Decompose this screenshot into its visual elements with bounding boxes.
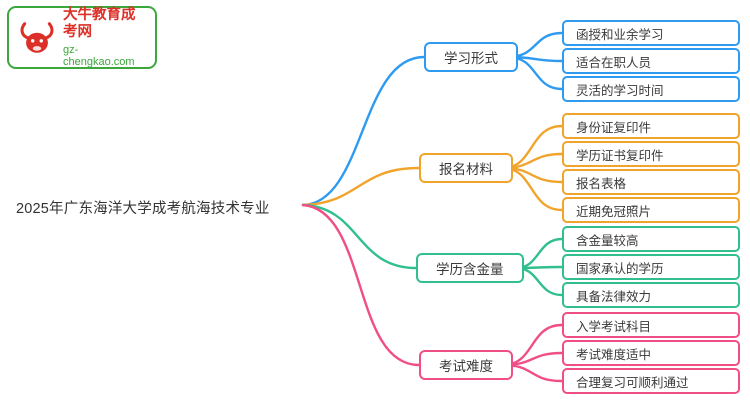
- branch-node-exam-difficulty: 考试难度: [419, 350, 513, 380]
- branch-node-study-format: 学习形式: [424, 42, 518, 72]
- leaf-node: 函授和业余学习: [562, 20, 740, 46]
- leaf-node: 国家承认的学历: [562, 254, 740, 280]
- site-logo: 大牛教育成考网 gz-chengkao.com: [7, 6, 157, 69]
- leaf-node: 考试难度适中: [562, 340, 740, 366]
- branch-node-application-materials: 报名材料: [419, 153, 513, 183]
- leaf-node: 入学考试科目: [562, 312, 740, 338]
- leaf-node: 含金量较高: [562, 226, 740, 252]
- root-topic: 2025年广东海洋大学成考航海技术专业: [16, 201, 270, 217]
- connector-line: [301, 203, 418, 270]
- branch-node-qualification-value: 学历含金量: [416, 253, 524, 283]
- logo-title: 大牛教育成考网: [63, 7, 136, 40]
- leaf-node: 近期免冠照片: [562, 197, 740, 223]
- leaf-node: 适合在职人员: [562, 48, 740, 74]
- leaf-node: 身份证复印件: [562, 113, 740, 139]
- connector-line: [301, 166, 421, 207]
- leaf-node: 合理复习可顺利通过: [562, 368, 740, 394]
- leaf-node: 学历证书复印件: [562, 141, 740, 167]
- leaf-node: 具备法律效力: [562, 282, 740, 308]
- leaf-node: 报名表格: [562, 169, 740, 195]
- bull-logo-icon: [20, 21, 54, 53]
- connector-line: [301, 203, 421, 367]
- connector-line: [301, 55, 426, 207]
- logo-url: gz-chengkao.com: [63, 43, 135, 68]
- leaf-node: 灵活的学习时间: [562, 76, 740, 102]
- logo-text: 大牛教育成考网 gz-chengkao.com: [63, 7, 146, 67]
